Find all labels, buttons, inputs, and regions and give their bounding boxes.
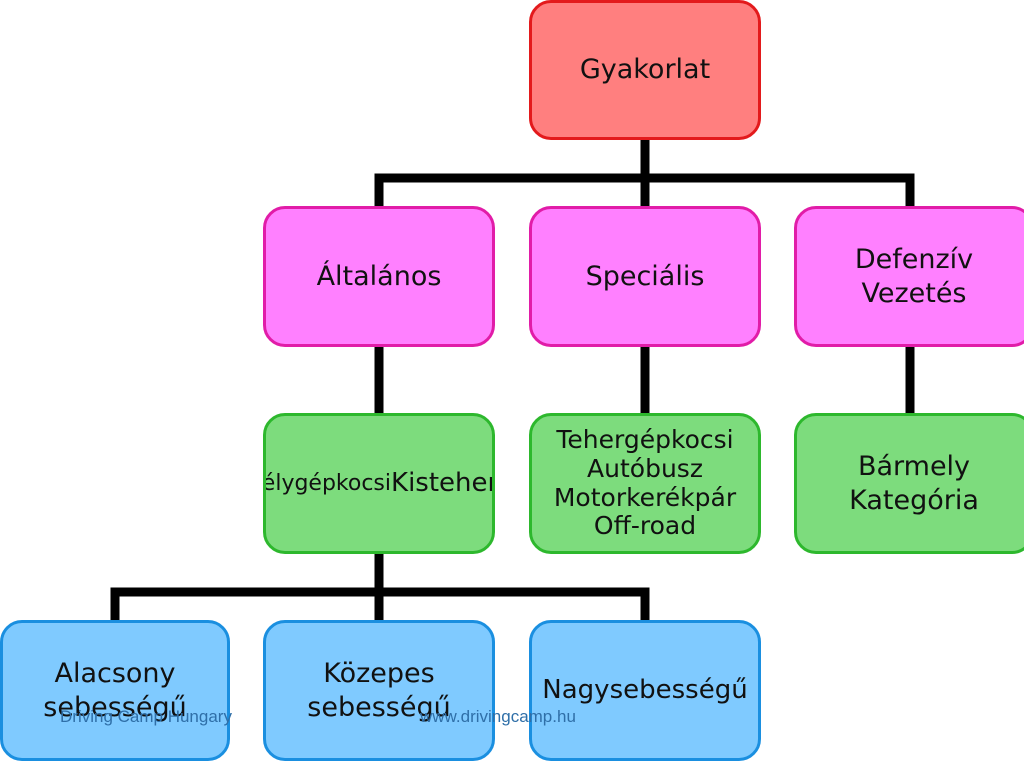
node-barmely-kategoria-label: Bármely Kategória xyxy=(849,450,979,516)
footer-website-text: www.drivingcamp.hu xyxy=(420,707,576,726)
footer-brand-text: Driving Camp Hungary xyxy=(60,707,232,726)
node-szemelygepkocsi-label-2: Kisteherautó xyxy=(391,468,492,499)
node-szemelygepkocsi: Személygépkocsi Kisteherautó xyxy=(263,413,495,554)
node-altalanos-label: Általános xyxy=(316,260,442,292)
node-alacsony-sebessegu-label: Alacsony sebességű xyxy=(43,657,187,723)
node-defenziv-vezetes-label: Defenzív Vezetés xyxy=(854,243,974,309)
node-alacsony-sebessegu: Alacsony sebességű xyxy=(0,620,230,761)
node-specialis-label: Speciális xyxy=(585,260,705,292)
node-tehergepkocsi-label: Tehergépkocsi Autóbusz Motorkerékpár Off… xyxy=(553,425,737,541)
node-specialis: Speciális xyxy=(529,206,761,347)
node-gyakorlat: Gyakorlat xyxy=(529,0,761,140)
node-barmely-kategoria: Bármely Kategória xyxy=(794,413,1024,554)
node-defenziv-vezetes: Defenzív Vezetés xyxy=(794,206,1024,347)
node-tehergepkocsi: Tehergépkocsi Autóbusz Motorkerékpár Off… xyxy=(529,413,761,554)
node-altalanos: Általános xyxy=(263,206,495,347)
node-nagysebessegu-label: Nagysebességű xyxy=(542,675,748,706)
node-szemelygepkocsi-label-1: Személygépkocsi xyxy=(263,470,392,496)
node-kozepes-sebessegu-label: Közepes sebességű xyxy=(307,657,451,723)
node-gyakorlat-label: Gyakorlat xyxy=(579,54,711,86)
node-kozepes-sebessegu: Közepes sebességű xyxy=(263,620,495,761)
node-nagysebessegu: Nagysebességű xyxy=(529,620,761,761)
